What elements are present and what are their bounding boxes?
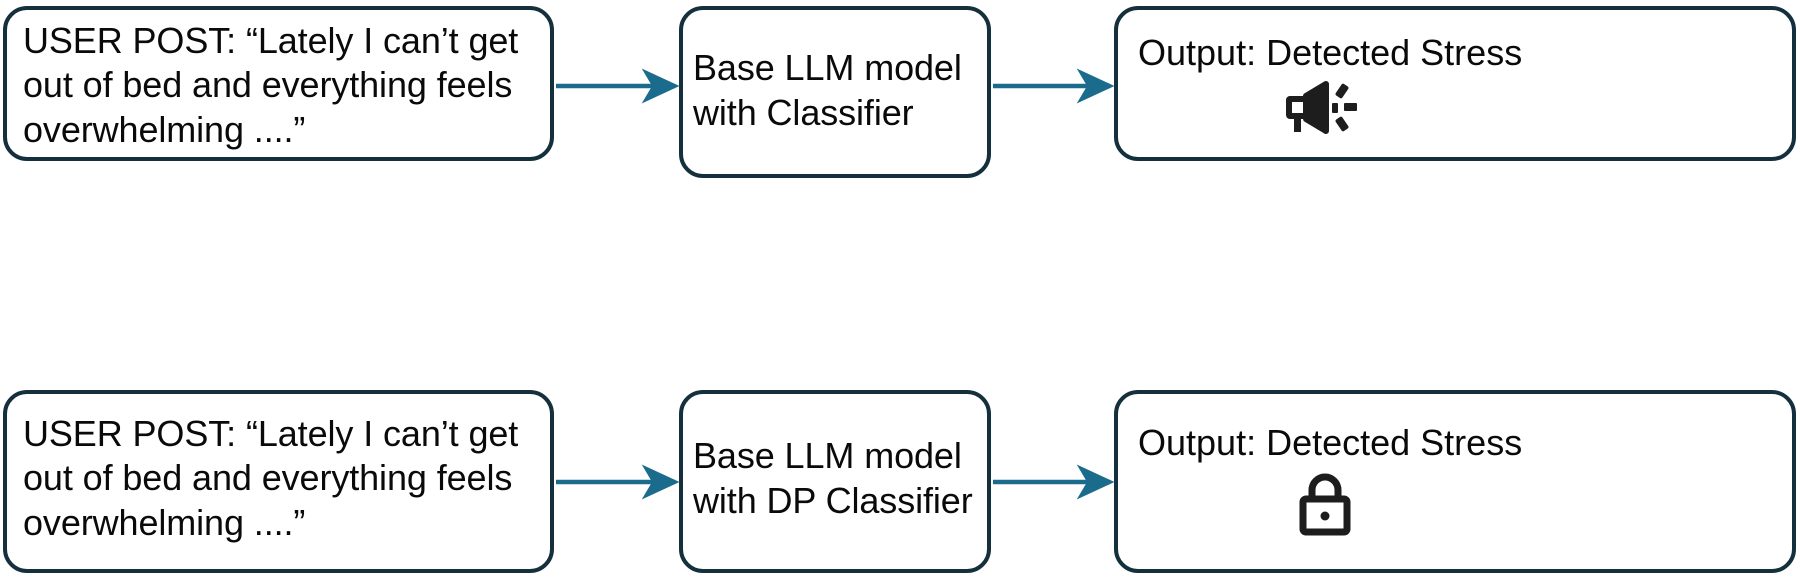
output-icon-row2-wrap bbox=[1138, 472, 1800, 536]
model-box-row1: Base LLM model with Classifier bbox=[679, 6, 991, 178]
model-text-row2: Base LLM model with DP Classifier bbox=[693, 434, 973, 521]
user-post-box-row2: USER POST: “Lately I can’t get out of be… bbox=[3, 390, 554, 573]
user-post-text-row2: USER POST: “Lately I can’t get out of be… bbox=[23, 412, 519, 543]
output-content-row2: Output: Detected Stress bbox=[1138, 421, 1778, 537]
output-content-row1: Output: Detected Stress bbox=[1138, 31, 1778, 139]
user-post-box-row1: USER POST: “Lately I can’t get out of be… bbox=[3, 6, 554, 161]
output-label-row1: Output: Detected Stress bbox=[1138, 31, 1523, 73]
model-box-row2: Base LLM model with DP Classifier bbox=[679, 390, 991, 573]
lock-icon bbox=[1299, 473, 1351, 536]
output-box-row2: Output: Detected Stress bbox=[1114, 390, 1796, 573]
output-icon-row1-wrap bbox=[1138, 78, 1800, 138]
model-text-row1: Base LLM model with Classifier bbox=[693, 47, 962, 133]
output-box-row1: Output: Detected Stress bbox=[1114, 6, 1796, 161]
user-post-text-row1: USER POST: “Lately I can’t get out of be… bbox=[23, 19, 519, 150]
output-label-row2: Output: Detected Stress bbox=[1138, 421, 1523, 463]
megaphone-icon bbox=[1286, 81, 1357, 135]
